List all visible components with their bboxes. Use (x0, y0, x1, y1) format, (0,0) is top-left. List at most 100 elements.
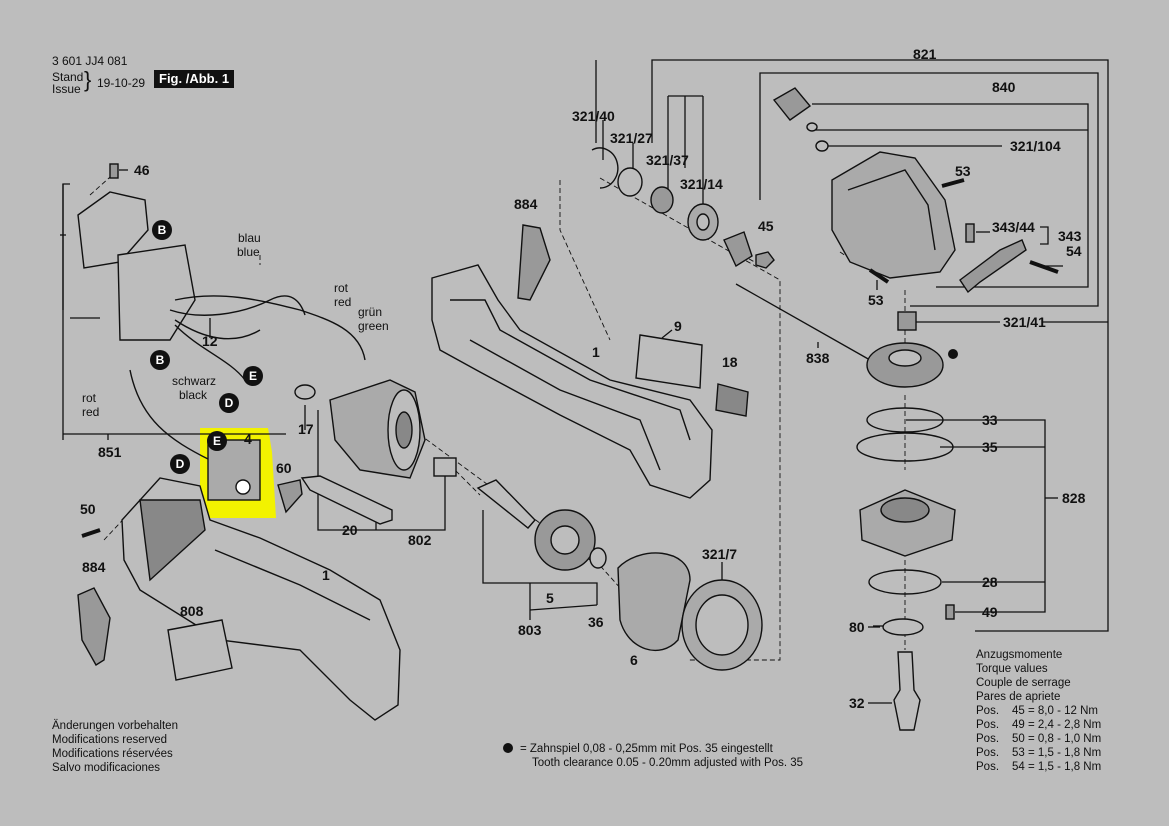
label-12: 12 (202, 333, 218, 349)
label-343-44: 343/44 (992, 219, 1035, 235)
label-50: 50 (80, 501, 96, 517)
pinion (723, 231, 753, 268)
washer-80 (882, 618, 924, 636)
wire-label-blau: blau (238, 231, 261, 245)
connector-e-switch: E (207, 431, 227, 451)
lever-343 (959, 239, 1027, 294)
label-18: 18 (722, 354, 738, 370)
ring-33 (866, 407, 944, 433)
wire-label-green: green (358, 319, 389, 333)
spindle-lock-840 (772, 87, 812, 121)
label-54: 54 (1066, 243, 1082, 259)
label-plate-9 (635, 334, 703, 389)
label-821: 821 (913, 46, 937, 62)
label-60: 60 (276, 460, 292, 476)
wire-label-red: red (334, 295, 352, 309)
figure-badge: Fig. /Abb. 1 (154, 70, 235, 88)
part-60 (277, 479, 303, 514)
spindle-32 (893, 651, 921, 731)
seal-321-27 (617, 167, 643, 197)
label-321-27: 321/27 (610, 130, 653, 146)
footnote-bullet (503, 743, 513, 753)
wire-label-gruen: grün (358, 305, 383, 319)
torque-row: Pos.54 = 1,5 - 1,8 Nm (976, 761, 1102, 773)
wire-label-black: black (179, 388, 208, 402)
washer-36 (589, 547, 607, 569)
torque-row: Pos.53 = 1,5 - 1,8 Nm (976, 747, 1102, 759)
grip-insert-left (77, 587, 111, 666)
connector-b-top: B (152, 220, 172, 240)
brace-icon: } (84, 67, 92, 92)
torque-row: Pos.49 = 2,4 - 2,8 Nm (976, 719, 1102, 731)
housing-half-upper (431, 264, 713, 499)
wire-label-rot-2: rot (82, 391, 97, 405)
lever-20 (300, 475, 393, 525)
connector-d-switch: D (170, 454, 190, 474)
stand-label: Stand (52, 70, 84, 84)
modifications-fr: Modifications réservées (52, 748, 173, 760)
bearing-321-37 (650, 186, 674, 214)
label-808: 808 (180, 603, 204, 619)
terminal-block (77, 191, 149, 269)
label-53-top: 53 (955, 163, 971, 179)
label-321-37: 321/37 (646, 152, 689, 168)
torque-title-fr: Couple de serrage (976, 677, 1071, 689)
footnote-line-2: Tooth clearance 0.05 - 0.20mm adjusted w… (532, 757, 804, 769)
label-6: 6 (630, 652, 638, 668)
label-32: 32 (849, 695, 865, 711)
torque-table: Anzugsmomente Torque values Couple de se… (976, 648, 1101, 774)
footnote-line-1: = Zahnspiel 0,08 - 0,25mm mit Pos. 35 ei… (520, 743, 773, 755)
clearance-bullet (948, 349, 958, 359)
wire-label-red-2: red (82, 405, 100, 419)
modifications-de: Änderungen vorbehalten (52, 720, 178, 732)
label-838: 838 (806, 350, 830, 366)
label-884-top: 884 (514, 196, 538, 212)
label-851: 851 (98, 444, 122, 460)
label-828: 828 (1062, 490, 1086, 506)
label-803: 803 (518, 622, 542, 638)
label-53-bottom: 53 (868, 292, 884, 308)
label-80: 80 (849, 619, 865, 635)
label-4: 4 (244, 431, 252, 447)
grip-insert-upper (517, 224, 551, 301)
nut-45 (755, 251, 775, 269)
modifications-en: Modifications reserved (52, 734, 168, 746)
label-17: 17 (298, 421, 314, 437)
label-45: 45 (758, 218, 774, 234)
label-321-14: 321/14 (680, 176, 723, 192)
label-321-41: 321/41 (1003, 314, 1046, 330)
doc-number: 3 601 JJ4 081 (52, 54, 128, 68)
label-plate-808 (167, 619, 233, 681)
label-35: 35 (982, 439, 998, 455)
torque-row: Pos.45 = 8,0 - 12 Nm (976, 705, 1098, 717)
connector-b-left: B (150, 350, 170, 370)
shaft-803 (476, 479, 536, 529)
part-17 (294, 384, 316, 400)
label-46: 46 (134, 162, 150, 178)
part-18 (715, 383, 749, 417)
label-28: 28 (982, 574, 998, 590)
label-33: 33 (982, 412, 998, 428)
label-840: 840 (992, 79, 1016, 95)
circlip-321-40 (591, 147, 619, 189)
label-5: 5 (546, 590, 554, 606)
label-1-bottom: 1 (322, 567, 330, 583)
gear-head (831, 151, 956, 279)
torque-row: Pos.50 = 0,8 - 1,0 Nm (976, 733, 1102, 745)
connector-d-top: D (219, 393, 239, 413)
label-321-104: 321/104 (1010, 138, 1061, 154)
issue-label: Issue (52, 82, 81, 96)
label-1-top: 1 (592, 344, 600, 360)
wire-label-schwarz: schwarz (172, 374, 217, 388)
modifications-notice: Änderungen vorbehalten Modifications res… (52, 719, 178, 775)
wire-label-blue: blue (237, 245, 260, 259)
label-802: 802 (408, 532, 432, 548)
label-36: 36 (588, 614, 604, 630)
label-884-left: 884 (82, 559, 106, 575)
torque-title-es: Pares de apriete (976, 691, 1061, 703)
issue-date: 19-10-29 (97, 76, 146, 90)
torque-title-en: Torque values (976, 663, 1048, 675)
wire-label-rot: rot (334, 281, 349, 295)
